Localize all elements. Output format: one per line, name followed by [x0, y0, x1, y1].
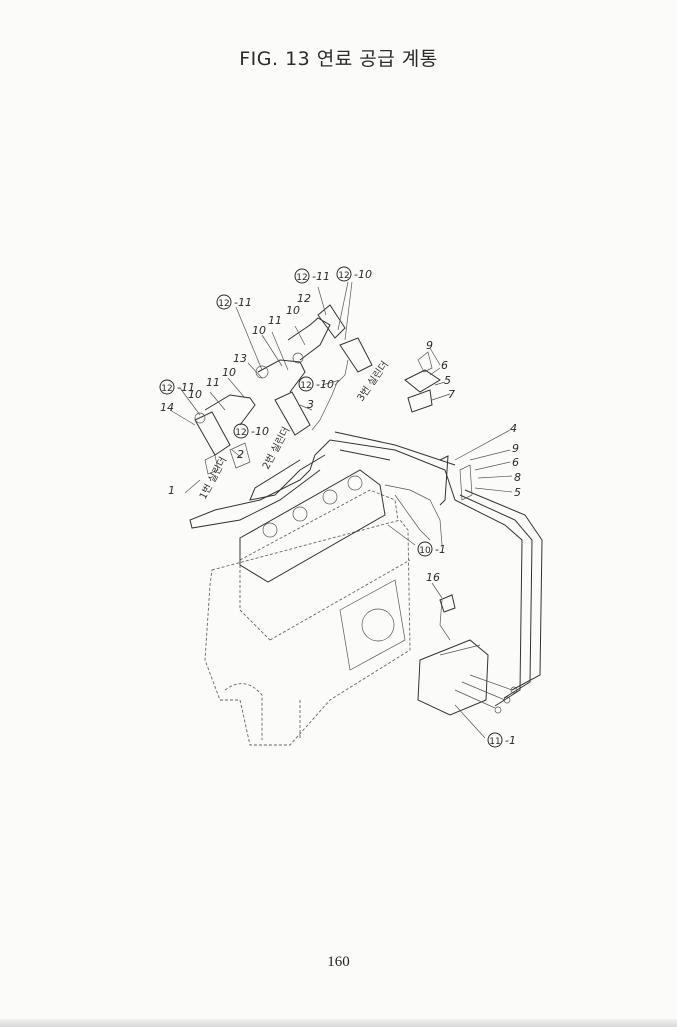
callout-12-10: -10	[251, 425, 269, 438]
injection-pump	[417, 639, 518, 716]
circle-marker: 12	[338, 271, 349, 281]
callout-12: 12	[297, 292, 311, 305]
callout-8: 8	[514, 471, 521, 484]
fuel-system-diagram: 12 12 12 12 12 12 10 11 -11 -10 -11 -11 …	[159, 266, 543, 748]
figure-title: FIG. 13 연료 공급 계통	[239, 48, 438, 70]
part-callouts: -11 -10 -11 -11 -10 -10 12 10 11 10 13 1…	[160, 268, 521, 747]
callout-6: 6	[441, 359, 448, 372]
callout-7: 7	[448, 388, 455, 401]
circle-marker: 12	[300, 381, 311, 391]
circled-markers: 12 12 12 12 12 12 10 11	[159, 266, 503, 748]
callout-12-10: -10	[354, 268, 372, 281]
callout-10-1: -1	[435, 543, 446, 556]
page-number: 160	[327, 954, 350, 970]
callout-10: 10	[222, 366, 236, 379]
callout-11: 11	[206, 376, 220, 389]
callout-13: 13	[233, 352, 247, 365]
callout-9: 9	[426, 339, 433, 352]
callout-3: 3	[307, 398, 314, 411]
filter-parts	[387, 347, 513, 739]
callout-5: 5	[444, 374, 451, 387]
circle-marker: 12	[235, 428, 246, 438]
callout-12-11: -11	[312, 270, 330, 283]
callout-11: 11	[268, 314, 282, 327]
injectors	[169, 281, 373, 494]
callout-12-10: -10	[316, 378, 334, 391]
callout-10: 10	[188, 388, 202, 401]
circle-marker: 12	[218, 299, 229, 309]
fuel-pipes	[189, 431, 543, 707]
circle-marker: 10	[419, 546, 431, 556]
cylinder-1-label: 1번 실린더	[197, 455, 229, 502]
callout-9: 9	[512, 442, 519, 455]
callout-6: 6	[512, 456, 519, 469]
callout-2: 2	[237, 448, 244, 461]
callout-12-11: -11	[234, 296, 252, 309]
cylinder-labels: 1번 실린더 2번 실린더 3번 실린더	[197, 359, 391, 502]
scan-edge	[0, 1019, 677, 1027]
circle-marker: 11	[489, 737, 500, 747]
callout-4: 4	[510, 422, 517, 435]
callout-12-11: -11	[177, 381, 195, 394]
callout-14: 14	[160, 401, 174, 414]
callout-1: 1	[168, 484, 175, 497]
circle-marker: 12	[161, 384, 172, 394]
engine-block	[204, 469, 411, 746]
callout-10: 10	[286, 304, 300, 317]
callout-11-1: -1	[505, 734, 516, 747]
callout-10: 10	[252, 324, 266, 337]
callout-16: 16	[426, 571, 440, 584]
circle-marker: 12	[296, 273, 307, 283]
callout-5: 5	[514, 486, 521, 499]
cylinder-3-label: 3번 실린더	[355, 359, 391, 404]
